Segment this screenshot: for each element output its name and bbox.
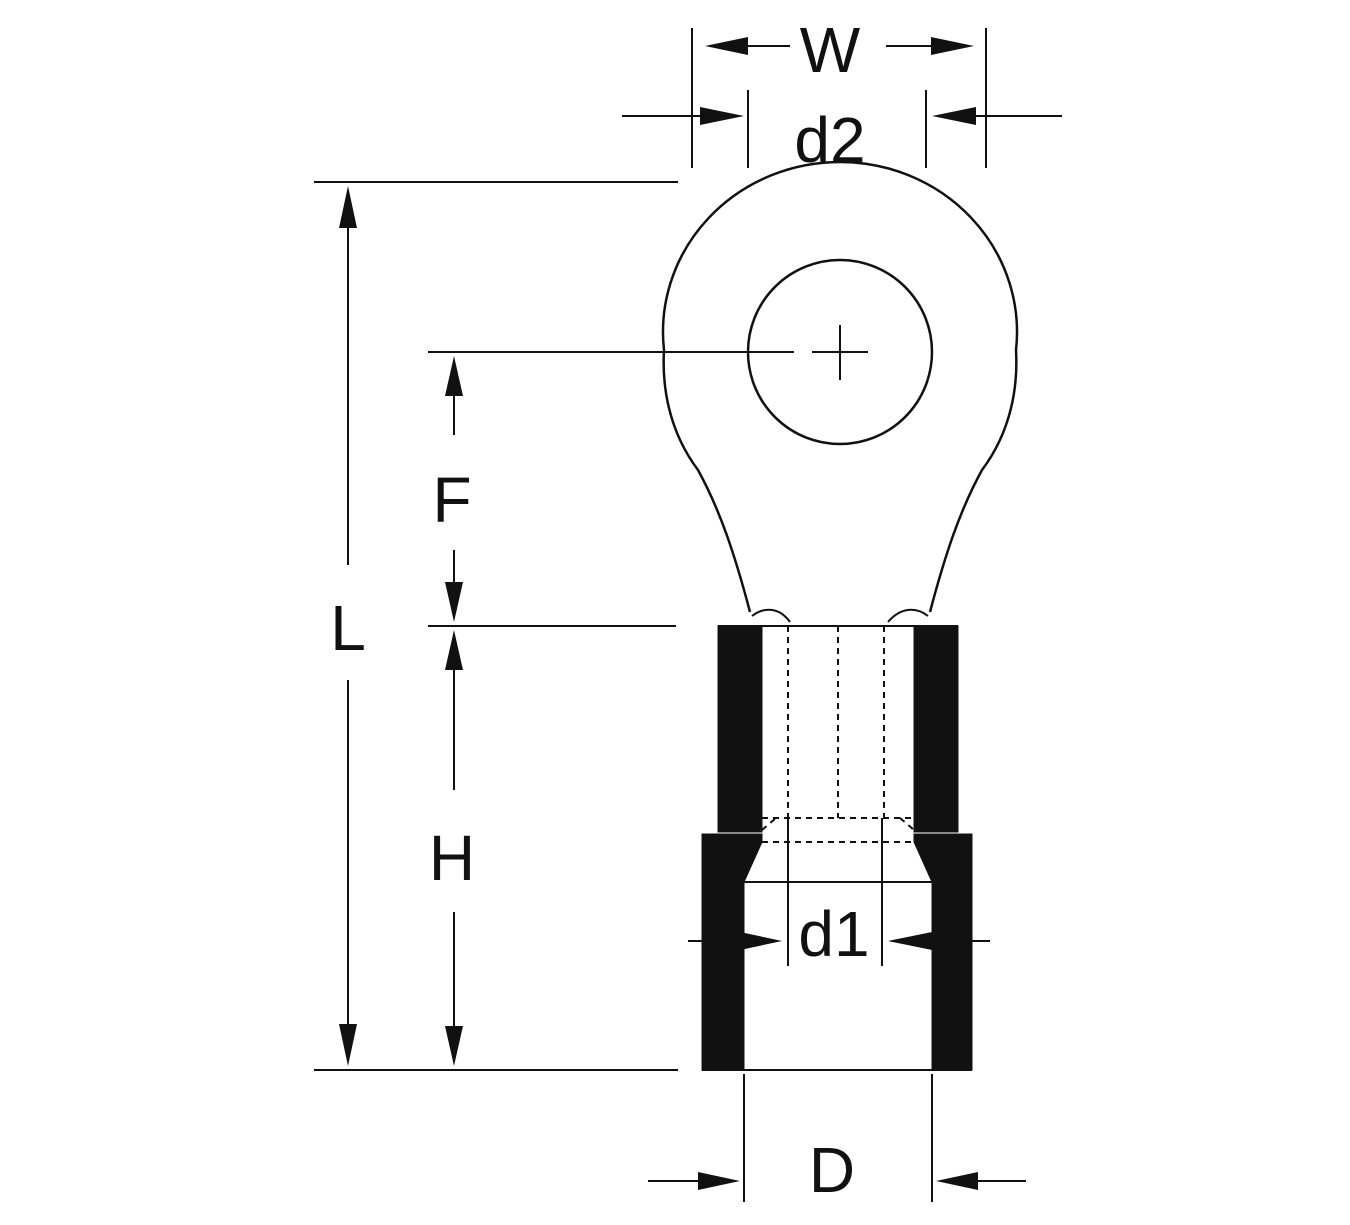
ring-terminal	[661, 160, 1019, 1071]
insulation-upper-right	[913, 625, 959, 833]
f-arrow-top	[445, 356, 463, 396]
d1-label: d1	[798, 898, 869, 970]
d-arrow-left	[698, 1172, 740, 1190]
l-label: L	[330, 592, 366, 664]
insulation-upper-left	[717, 625, 763, 833]
dimension-f: F	[428, 351, 794, 627]
neck-fillet-right	[887, 608, 929, 623]
d2-arrow-right	[932, 107, 976, 125]
dimension-d: D	[648, 1074, 1026, 1206]
insulation-lower-left	[701, 833, 763, 1071]
insulation-lower-right	[913, 833, 973, 1071]
barrel-hidden-chamfer-l	[761, 817, 777, 831]
w-label: W	[800, 14, 861, 86]
dimension-d1: d1	[688, 818, 990, 970]
d-label: D	[809, 1134, 855, 1206]
f-arrow-bottom	[445, 582, 463, 622]
dimension-h: H	[429, 630, 475, 1066]
dimension-d2: d2	[622, 90, 1062, 176]
barrel-hidden-chamfer-r	[899, 817, 915, 831]
ring-outline	[661, 160, 1019, 613]
w-arrow-left	[705, 37, 748, 55]
dimension-w: W	[691, 14, 987, 168]
d2-arrow-left	[700, 107, 744, 125]
l-arrow-bottom	[339, 1024, 357, 1066]
d1-arrow-left	[740, 932, 782, 950]
f-label: F	[432, 464, 471, 536]
d1-arrow-right	[888, 932, 932, 950]
d-arrow-right	[936, 1172, 978, 1190]
h-arrow-bottom	[445, 1026, 463, 1066]
h-label: H	[429, 822, 475, 894]
l-arrow-top	[339, 186, 357, 228]
w-arrow-right	[931, 37, 974, 55]
h-arrow-top	[445, 630, 463, 670]
dimension-l: L	[314, 181, 678, 1071]
neck-fillet-left	[751, 608, 791, 623]
d2-label: d2	[794, 104, 865, 176]
